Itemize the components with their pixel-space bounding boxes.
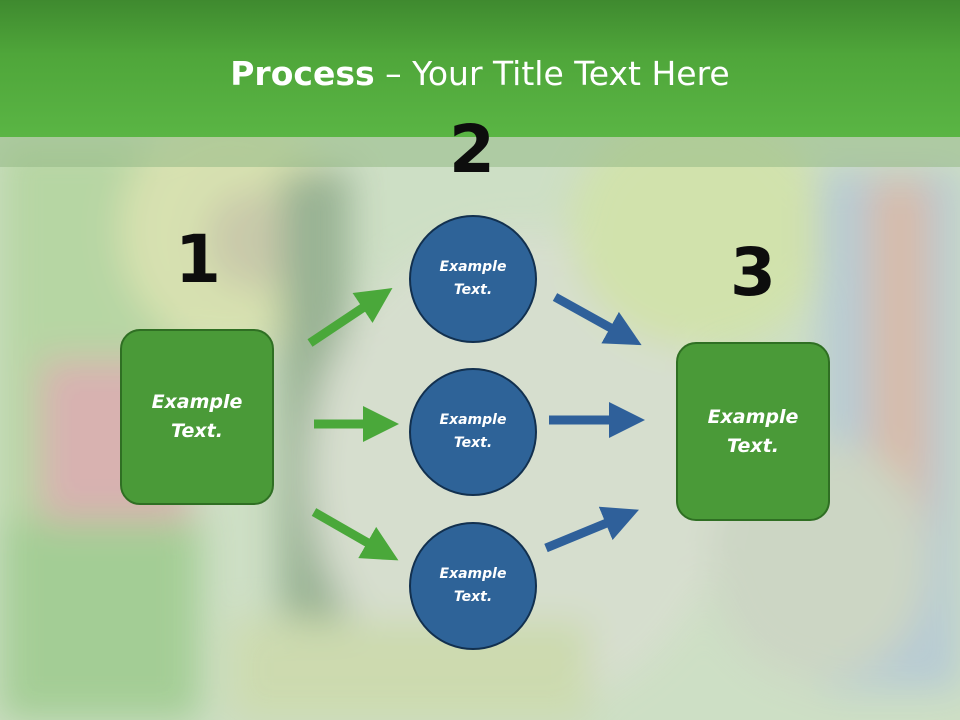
title-rest: – Your Title Text Here (374, 54, 730, 93)
left-box-text: Example Text. (151, 391, 243, 442)
circle-bottom: Example Text. (409, 522, 537, 650)
left-process-box: Example Text. (120, 329, 274, 505)
arrow-green-up (307, 288, 393, 347)
circle-top-text: Example Text. (439, 259, 507, 298)
arrow-blue-up (544, 506, 639, 553)
title-bold: Process (230, 54, 375, 93)
slide-title: Process – Your Title Text Here (0, 52, 960, 96)
arrow-green-down (311, 508, 399, 561)
header-subband (0, 137, 960, 167)
step-3-number: 3 (730, 234, 776, 311)
right-box-text: Example Text. (707, 405, 799, 457)
right-process-box: Example Text. (676, 342, 830, 521)
arrow-blue-down (552, 293, 642, 346)
step-2-number: 2 (449, 111, 495, 188)
circle-bottom-text: Example Text. (439, 566, 507, 605)
header-band (0, 0, 960, 137)
step-1-number: 1 (175, 221, 221, 298)
circle-middle-text: Example Text. (439, 412, 507, 451)
circle-top: Example Text. (409, 215, 537, 343)
circle-middle: Example Text. (409, 368, 537, 496)
